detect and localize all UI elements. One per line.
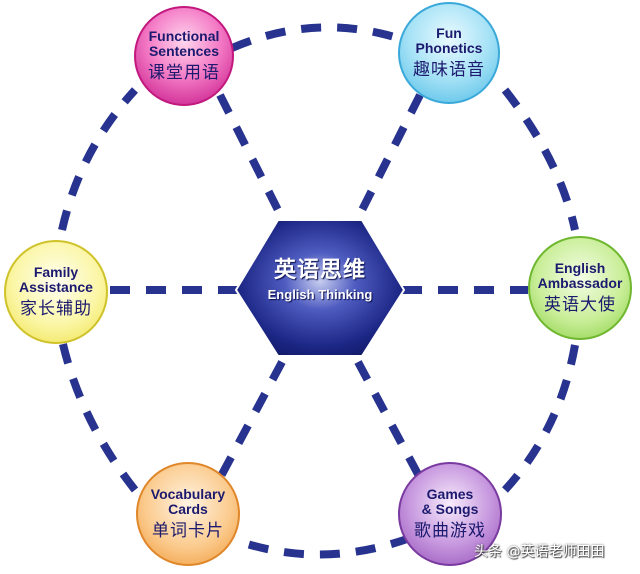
center-label: 英语思维 English Thinking: [240, 258, 400, 304]
outer-dashed-ring: [58, 23, 579, 559]
node-label-en: Functional: [148, 28, 220, 44]
node-label-en: Games: [426, 486, 474, 502]
center-hexagon: [234, 219, 406, 357]
node-family-assistance: Family Assistance 家长辅助: [4, 240, 108, 344]
node-label-zh: 趣味语音: [413, 60, 485, 80]
watermark: 头条 @英语老师田田: [474, 544, 605, 560]
node-label-en: Family: [33, 264, 79, 280]
node-label-zh: 课堂用语: [148, 63, 220, 83]
node-functional-sentences: Functional Sentences 课堂用语: [134, 6, 234, 106]
node-label-en: Assistance: [19, 279, 93, 295]
node-fun-phonetics: Fun Phonetics 趣味语音: [398, 2, 500, 104]
node-label-en: & Songs: [421, 501, 479, 517]
node-label-en: Phonetics: [415, 40, 483, 56]
spoke-lines: [110, 93, 528, 480]
node-label-zh: 歌曲游戏: [414, 521, 486, 541]
node-label-en: Vocabulary: [150, 486, 226, 502]
node-english-ambassador: English Ambassador 英语大使: [528, 236, 632, 340]
node-label-en: Ambassador: [537, 275, 623, 291]
node-label-zh: 单词卡片: [152, 521, 224, 541]
node-label-zh: 家长辅助: [20, 299, 92, 319]
node-label-en: Cards: [168, 501, 208, 517]
node-games-songs: Games & Songs 歌曲游戏: [398, 462, 502, 566]
node-label-en: Sentences: [148, 43, 220, 59]
node-label-en: English: [554, 260, 606, 276]
center-title-zh: 英语思维: [273, 258, 366, 283]
node-label-en: Fun: [436, 25, 462, 41]
node-vocabulary-cards: Vocabulary Cards 单词卡片: [136, 462, 240, 566]
center-title-en: English Thinking: [267, 287, 373, 302]
node-label-zh: 英语大使: [544, 295, 616, 315]
